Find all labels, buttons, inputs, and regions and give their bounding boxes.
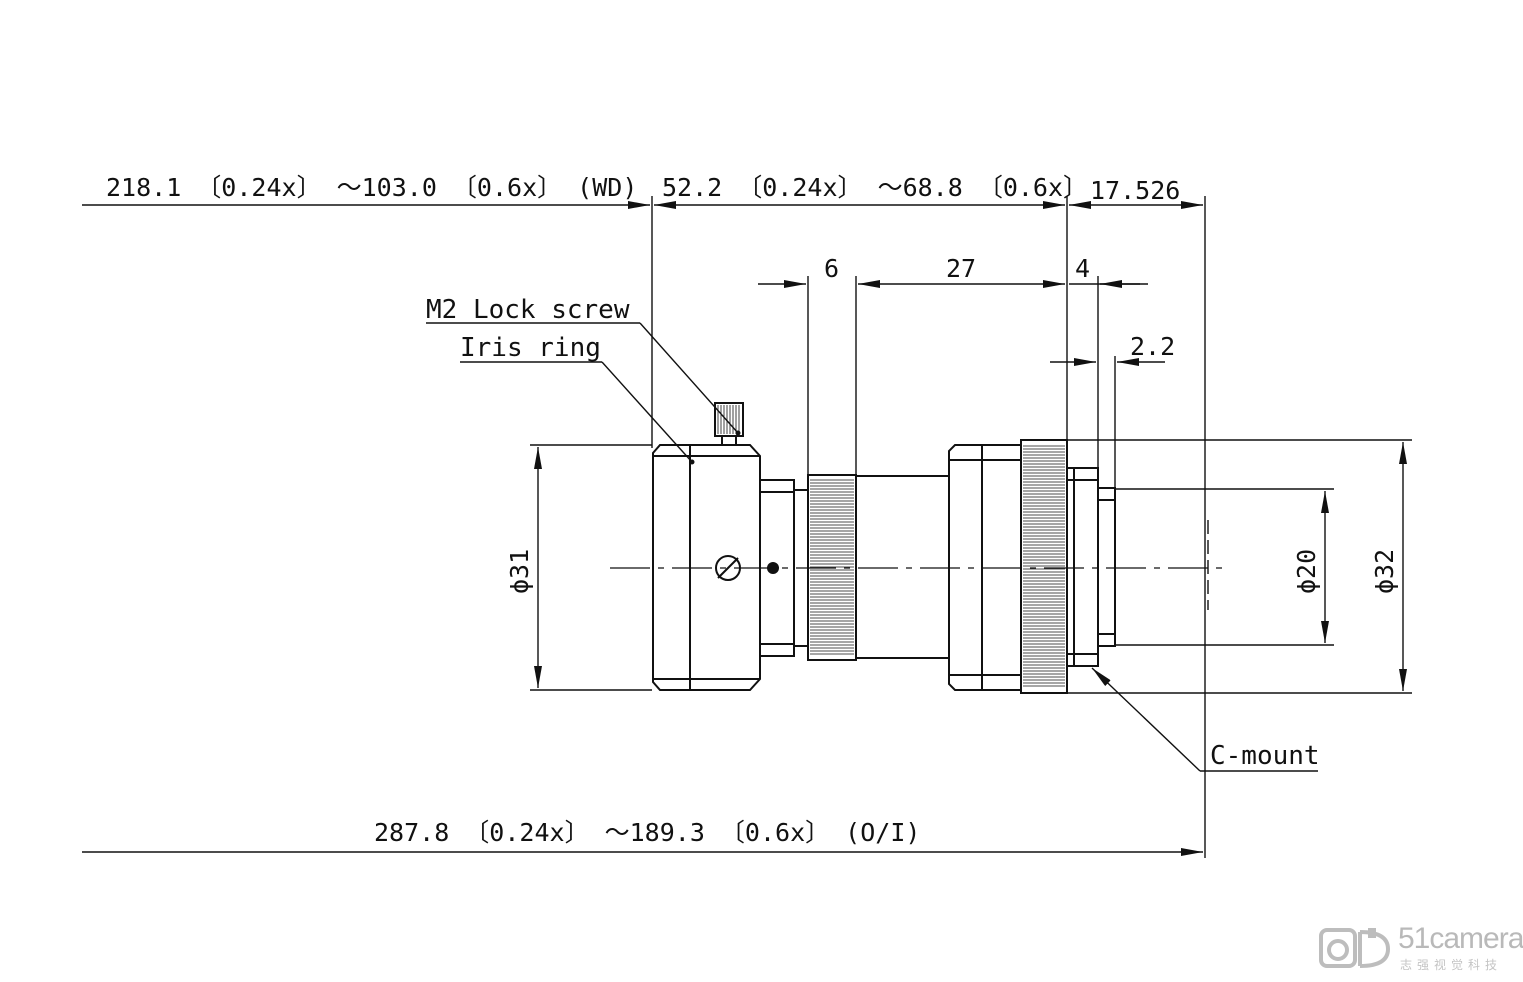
dim-flange-text: 17.526 <box>1090 176 1180 205</box>
label-c-mount: C-mount <box>1091 667 1320 772</box>
dimension-phi31: ϕ31 <box>505 447 542 688</box>
knurl-pattern-1 <box>810 479 854 655</box>
dimension-flange: 17.526 <box>1069 176 1203 209</box>
label-iris-ring: Iris ring <box>460 333 695 465</box>
dim-6-text: 6 <box>824 254 839 283</box>
knurl-pattern-3 <box>717 405 740 434</box>
iris-ring-label: Iris ring <box>460 333 601 363</box>
dimension-phi20: ϕ20 <box>1292 491 1329 643</box>
c-mount-thread <box>1097 487 1116 647</box>
lock-screw-head <box>714 402 744 437</box>
watermark: 51camera 志强视觉科技 <box>1318 922 1523 974</box>
middle-tube <box>855 475 950 659</box>
extension-lines <box>530 196 1412 858</box>
rear-ring-knurled <box>1020 439 1068 694</box>
camera-logo-icon <box>1319 928 1391 968</box>
dim-2-2-text: 2.2 <box>1130 332 1175 361</box>
lock-screw-label: M2 Lock screw <box>426 295 630 325</box>
dim-phi31-text: ϕ31 <box>505 549 534 594</box>
dim-phi32-text: ϕ32 <box>1370 549 1399 594</box>
mount-flange <box>1066 467 1099 667</box>
knurl-pattern-2 <box>1023 445 1065 687</box>
dimension-wd: 218.1 〔0.24x〕 ～103.0 〔0.6x〕 (WD) <box>82 173 650 209</box>
dim-27-text: 27 <box>946 254 976 283</box>
dim-length-text: 52.2 〔0.24x〕 ～68.8 〔0.6x〕 <box>662 173 1088 202</box>
dim-phi20-text: ϕ20 <box>1292 549 1321 594</box>
dim-4-text: 4 <box>1075 254 1090 283</box>
dimension-oi: 287.8 〔0.24x〕 ～189.3 〔0.6x〕 (O/I) <box>82 818 1203 856</box>
dimension-length: 52.2 〔0.24x〕 ～68.8 〔0.6x〕 <box>654 173 1088 209</box>
watermark-brand: 51camera <box>1398 922 1523 955</box>
label-lock-screw: M2 Lock screw <box>426 295 741 436</box>
dimension-phi32: ϕ32 <box>1370 442 1407 691</box>
dim-wd-text: 218.1 〔0.24x〕 ～103.0 〔0.6x〕 (WD) <box>106 173 637 202</box>
dimension-6: 6 <box>758 254 839 288</box>
dimension-4: 4 <box>1069 254 1148 288</box>
dimension-27: 27 <box>858 254 1065 288</box>
c-mount-label: C-mount <box>1210 741 1320 771</box>
watermark-sub: 志强视觉科技 <box>1400 958 1503 972</box>
lens-body <box>652 402 1116 694</box>
dimension-2-2: 2.2 <box>1050 332 1175 366</box>
dim-oi-text: 287.8 〔0.24x〕 ～189.3 〔0.6x〕 (O/I) <box>374 818 920 847</box>
